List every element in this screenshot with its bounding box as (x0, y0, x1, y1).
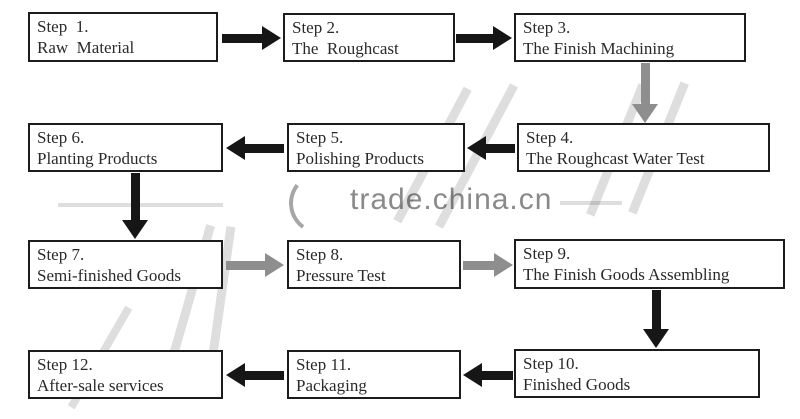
step-2-title: Step 2. (292, 18, 340, 37)
arrow-step7-to-step8 (226, 253, 284, 277)
arrow-step11-to-step12 (226, 363, 284, 387)
watermark-text: trade.china.cn (350, 183, 553, 216)
arrow-step5-to-step6 (226, 136, 284, 160)
step-1-title: Step 1. (37, 17, 89, 36)
arrow-step8-to-step9 (463, 253, 513, 277)
step-7-title: Step 7. (37, 245, 85, 264)
arrow-step10-to-step11 (463, 363, 513, 387)
step-1-box: Step 1. Raw Material (28, 12, 218, 62)
step-8-box: Step 8. Pressure Test (287, 240, 461, 289)
step-12-label: After-sale services (37, 376, 164, 395)
step-2-box: Step 2. The Roughcast (283, 13, 455, 62)
arrow-step9-to-step10 (643, 290, 669, 348)
step-8-title: Step 8. (296, 245, 344, 264)
arrow-step6-to-step7 (122, 173, 148, 239)
step-5-box: Step 5. Polishing Products (287, 123, 465, 172)
step-11-box: Step 11. Packaging (287, 350, 461, 399)
step-9-title: Step 9. (523, 244, 571, 263)
arrow-step1-to-step2 (222, 26, 281, 50)
step-9-label: The Finish Goods Assembling (523, 265, 730, 284)
step-10-label: Finished Goods (523, 375, 631, 394)
watermark-stroke (560, 201, 622, 205)
step-12-box: Step 12. After-sale services (28, 350, 223, 399)
step-7-label: Semi-finished Goods (37, 266, 182, 285)
step-6-label: Planting Products (37, 149, 158, 168)
step-3-label: The Finish Machining (523, 39, 675, 58)
arrow-step2-to-step3 (456, 26, 512, 50)
step-6-title: Step 6. (37, 128, 85, 147)
step-1-label: Raw Material (37, 38, 135, 57)
step-6-box: Step 6. Planting Products (28, 123, 223, 172)
watermark-arc (284, 166, 360, 240)
step-4-title: Step 4. (526, 128, 574, 147)
step-10-title: Step 10. (523, 354, 579, 373)
arrow-step3-to-step4 (632, 63, 658, 123)
step-5-title: Step 5. (296, 128, 344, 147)
step-11-label: Packaging (296, 376, 367, 395)
step-8-label: Pressure Test (296, 266, 386, 285)
watermark-stroke (58, 203, 223, 207)
step-7-box: Step 7. Semi-finished Goods (28, 240, 223, 289)
step-11-title: Step 11. (296, 355, 352, 374)
step-2-label: The Roughcast (292, 39, 399, 58)
step-9-box: Step 9. The Finish Goods Assembling (514, 239, 785, 289)
step-4-label: The Roughcast Water Test (526, 149, 705, 168)
arrow-step4-to-step5 (467, 136, 515, 160)
step-5-label: Polishing Products (296, 149, 424, 168)
step-12-title: Step 12. (37, 355, 93, 374)
step-10-box: Step 10. Finished Goods (514, 349, 760, 398)
step-3-box: Step 3. The Finish Machining (514, 13, 746, 62)
step-4-box: Step 4. The Roughcast Water Test (517, 123, 770, 172)
step-3-title: Step 3. (523, 18, 571, 37)
